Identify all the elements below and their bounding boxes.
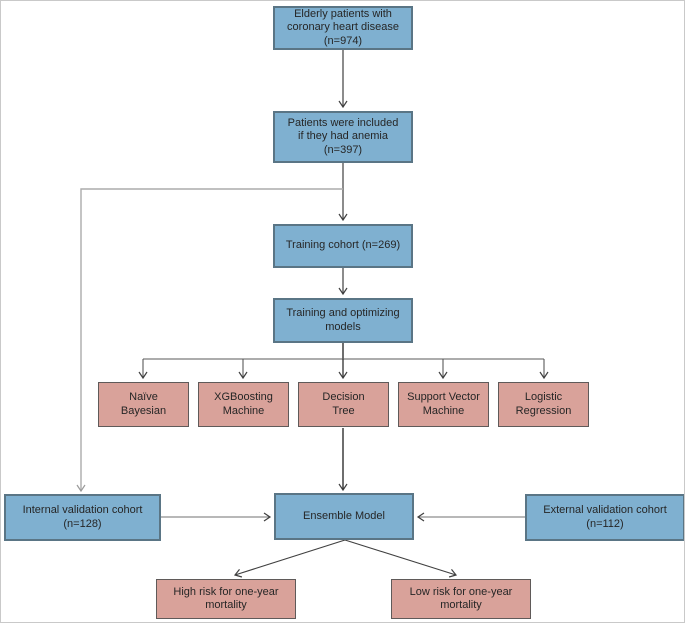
node-training-optimizing-models: Training and optimizing models bbox=[273, 298, 413, 343]
node-label-line: Machine bbox=[222, 404, 265, 417]
node-label-line: Training cohort (n=269) bbox=[285, 239, 401, 252]
node-label-line: Internal validation cohort bbox=[22, 504, 143, 516]
node-label-line: External validation cohort bbox=[543, 504, 667, 516]
node-training-cohort: Training cohort (n=269) bbox=[273, 224, 413, 268]
node-label-line: mortality bbox=[440, 599, 482, 611]
node-label-line: Ensemble Model bbox=[303, 509, 385, 522]
node-label-line: Naïve bbox=[129, 391, 158, 403]
node-low-risk-mortality: Low risk for one-year mortality bbox=[391, 579, 531, 619]
node-label-line: Machine bbox=[422, 404, 465, 417]
node-label-line: Low risk for one-year bbox=[409, 585, 513, 598]
node-label-line: Decision bbox=[322, 391, 365, 403]
node-label-line: Tree bbox=[332, 404, 355, 417]
node-label-line: Patients were included bbox=[287, 116, 399, 129]
node-label-line: Training and optimizing bbox=[286, 307, 400, 319]
node-label-line: mortality bbox=[205, 599, 247, 611]
node-label-line: Bayesian bbox=[120, 404, 167, 417]
edge-ensemble-to-high-risk bbox=[233, 539, 346, 578]
node-ensemble-model: Ensemble Model bbox=[274, 493, 414, 540]
node-label-line: Regression bbox=[515, 404, 572, 417]
node-support-vector-machine: Support Vector Machine bbox=[398, 382, 489, 427]
node-label-line: (n=974) bbox=[323, 34, 363, 47]
node-decision-tree: Decision Tree bbox=[298, 382, 389, 427]
node-label-line: High risk for one-year bbox=[173, 585, 279, 598]
node-label-line: if they had anemia bbox=[298, 130, 388, 143]
node-internal-validation-cohort: Internal validation cohort (n=128) bbox=[4, 494, 161, 541]
node-elderly-patients: Elderly patients with coronary heart dis… bbox=[273, 6, 413, 50]
node-label-line: XGBoosting bbox=[214, 391, 273, 403]
node-naive-bayesian: Naïve Bayesian bbox=[98, 382, 189, 427]
node-label-line: Support Vector bbox=[407, 391, 480, 403]
node-logistic-regression: Logistic Regression bbox=[498, 382, 589, 427]
node-label-line: coronary heart disease bbox=[287, 21, 399, 34]
node-label-line: (n=128) bbox=[63, 517, 102, 530]
node-high-risk-mortality: High risk for one-year mortality bbox=[156, 579, 296, 619]
node-inclusion-anemia: Patients were included if they had anemi… bbox=[273, 111, 413, 163]
node-label-line: (n=112) bbox=[586, 517, 624, 530]
node-label-line: Elderly patients with bbox=[294, 7, 392, 20]
node-label-line: models bbox=[325, 320, 361, 333]
edge-ensemble-to-low-risk bbox=[344, 539, 458, 578]
node-label-line: Logistic bbox=[524, 391, 563, 403]
node-label-line: (n=397) bbox=[323, 143, 363, 156]
node-xgboosting-machine: XGBoosting Machine bbox=[198, 382, 289, 427]
node-external-validation-cohort: External validation cohort (n=112) bbox=[525, 494, 684, 541]
